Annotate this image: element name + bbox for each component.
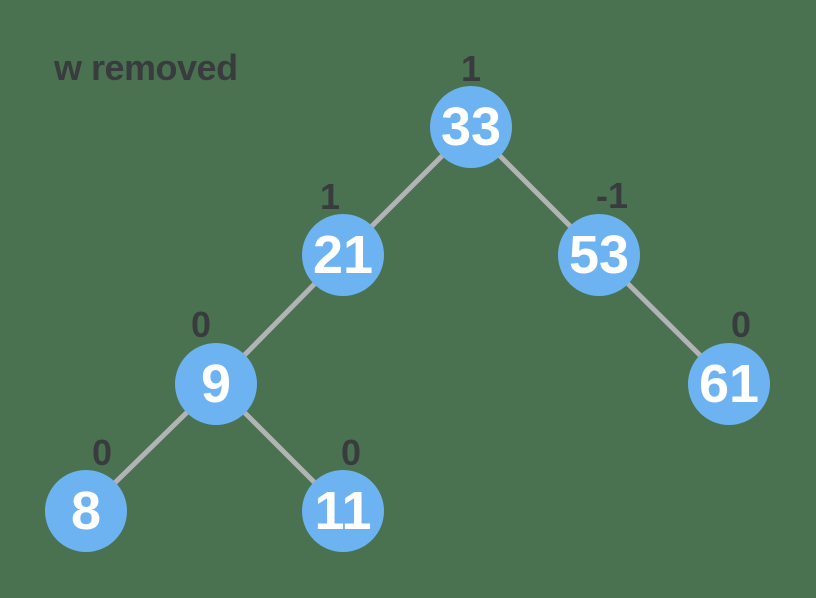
tree-node-53: 53 [558,214,640,296]
tree-node-21: 21 [302,214,384,296]
tree-node-11: 11 [302,470,384,552]
tree-node-9: 9 [175,343,257,425]
tree-node-33: 33 [430,86,512,168]
tree-node-61: 61 [688,343,770,425]
balance-factor-label-9: 0 [190,304,212,345]
diagram-caption: w removed [54,47,238,88]
balance-factor-label-8: 0 [91,432,113,473]
balance-factor-label-33: 1 [460,48,482,89]
balance-factor-label-61: 0 [730,304,752,345]
tree-node-8: 8 [45,470,127,552]
balance-factor-label-21: 1 [319,176,341,217]
balance-factor-label-11: 0 [340,432,362,473]
balance-factor-label-53: -1 [595,175,629,216]
